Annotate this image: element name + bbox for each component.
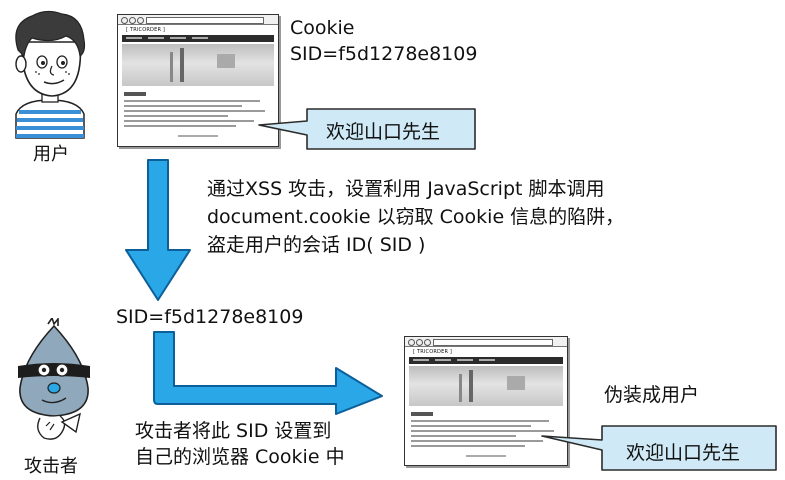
- steal-arrow: [125, 159, 191, 301]
- welcome-callout-top: 欢迎山口先生: [326, 121, 441, 143]
- attacker-figure: [18, 318, 90, 440]
- user-figure: [15, 10, 86, 139]
- user-label: 用户: [33, 144, 69, 165]
- user-browser-window: [ TRICORDER ]: [117, 14, 279, 147]
- browser-text-lines: [411, 412, 561, 447]
- impersonate-label: 伪装成用户: [604, 384, 700, 406]
- attacker-browser-window: [ TRICORDER ]: [404, 336, 568, 466]
- browser-hero-image: [409, 366, 563, 406]
- browser-hero-image: [122, 44, 274, 86]
- browser-text-lines: [124, 92, 272, 127]
- attacker-label: 攻击者: [24, 456, 78, 477]
- browser-titlebar: [405, 337, 567, 347]
- step2-line2: 自己的浏览器 Cookie 中: [135, 446, 345, 468]
- cookie-label: Cookie: [290, 17, 355, 39]
- step1-line2: document.cookie 以窃取 Cookie 信息的陷阱，: [207, 206, 625, 228]
- browser-brand: [ TRICORDER ]: [413, 349, 453, 355]
- stolen-sid: SID=f5d1278e8109: [116, 306, 304, 328]
- step1-line3: 盗走用户的会话 ID( SID ): [207, 234, 426, 256]
- browser-brand: [ TRICORDER ]: [126, 27, 166, 33]
- welcome-callout-bottom-shape: [541, 425, 777, 471]
- browser-titlebar: [118, 15, 278, 25]
- step1-line1: 通过XSS 攻击，设置利用 JavaScript 脚本调用: [207, 178, 605, 200]
- welcome-callout-top-shape: [258, 108, 476, 150]
- welcome-callout-bottom: 欢迎山口先生: [626, 442, 741, 464]
- set-cookie-arrow: [153, 331, 383, 415]
- step2-line1: 攻击者将此 SID 设置到: [135, 420, 332, 442]
- cookie-sid: SID=f5d1278e8109: [290, 43, 478, 65]
- browser-nav: [122, 35, 274, 42]
- browser-nav: [409, 357, 563, 364]
